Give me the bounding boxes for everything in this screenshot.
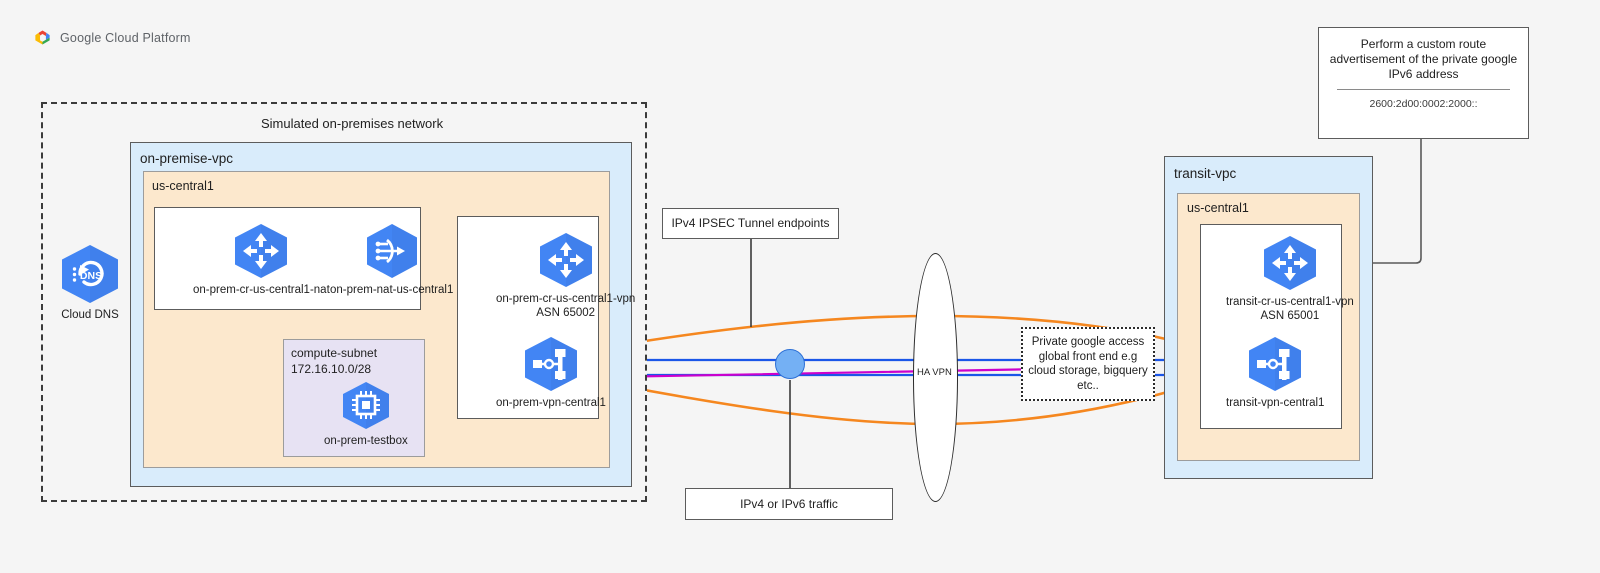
vpn-gateway-icon <box>524 337 577 391</box>
compute-subnet-title: compute-subnet 172.16.10.0/28 <box>291 346 378 376</box>
node-label: on-prem-cr-us-central1-vpn ASN 65002 <box>496 293 636 319</box>
custom-route-note-divider <box>1337 89 1510 90</box>
transit-region-title: us-central1 <box>1187 201 1249 215</box>
node-transit-vpn-gateway[interactable]: transit-vpn-central1 <box>1226 335 1324 410</box>
gcp-title: Google Cloud Platform <box>60 30 191 45</box>
traffic-note: IPv4 or IPv6 traffic <box>685 488 893 520</box>
onprem-region-title: us-central1 <box>152 179 214 193</box>
node-label: on-prem-nat-us-central1 <box>330 284 454 296</box>
node-onprem-cr-vpn[interactable]: on-prem-cr-us-central1-vpn ASN 65002 <box>496 231 635 320</box>
custom-route-note-address: 2600:2d00:0002:2000:: <box>1369 98 1478 110</box>
node-cloud-dns[interactable]: DNS Cloud DNS <box>56 243 124 322</box>
node-onprem-nat[interactable]: on-prem-nat-us-central1 <box>330 222 453 297</box>
cloud-router-icon <box>235 224 288 278</box>
cloud-nat-icon <box>366 224 417 278</box>
google-cloud-logo <box>35 30 50 45</box>
node-onprem-vpn-gateway[interactable]: on-prem-vpn-central1 <box>496 335 606 410</box>
ipsec-endpoints-note-text: IPv4 IPSEC Tunnel endpoints <box>671 216 830 230</box>
cloud-router-icon <box>539 233 592 287</box>
node-onprem-testbox[interactable]: on-prem-testbox <box>324 380 408 448</box>
traffic-note-text: IPv4 or IPv6 traffic <box>740 496 838 511</box>
ha-vpn-label: HA VPN <box>916 367 953 378</box>
node-label: on-prem-cr-us-central1-nat <box>193 284 330 296</box>
node-label: transit-vpn-central1 <box>1226 397 1325 409</box>
node-label: on-prem-testbox <box>324 435 408 447</box>
node-onprem-cr-nat[interactable]: on-prem-cr-us-central1-nat <box>193 222 330 297</box>
tunnel-midpoint-node <box>775 349 805 379</box>
node-label: on-prem-vpn-central1 <box>496 397 606 409</box>
custom-route-note: Perform a custom route advertisement of … <box>1318 27 1529 139</box>
private-google-access-text: Private google access global front end e… <box>1028 336 1148 392</box>
transit-vpc-title: transit-vpc <box>1174 166 1237 181</box>
vpn-gateway-icon <box>1249 337 1302 391</box>
custom-route-note-text: Perform a custom route advertisement of … <box>1329 37 1518 81</box>
compute-subnet-box <box>283 339 425 457</box>
svg-text:DNS: DNS <box>80 270 102 282</box>
private-google-access-note: Private google access global front end e… <box>1021 327 1155 401</box>
custom-route-leader <box>1285 139 1422 264</box>
gcp-header: Google Cloud Platform <box>33 28 191 47</box>
onprem-vpc-title: on-premise-vpc <box>140 151 234 166</box>
cloud-router-icon <box>1263 236 1316 290</box>
node-label: transit-cr-us-central1-vpn ASN 65001 <box>1226 296 1354 322</box>
node-label: Cloud DNS <box>61 309 119 321</box>
ipsec-endpoints-note: IPv4 IPSEC Tunnel endpoints <box>662 208 839 239</box>
node-transit-cr-vpn[interactable]: transit-cr-us-central1-vpn ASN 65001 <box>1226 234 1354 323</box>
simulated-onprem-network-title: Simulated on-premises network <box>261 116 444 131</box>
cloud-dns-icon: DNS <box>62 245 118 303</box>
compute-engine-icon <box>342 382 389 429</box>
